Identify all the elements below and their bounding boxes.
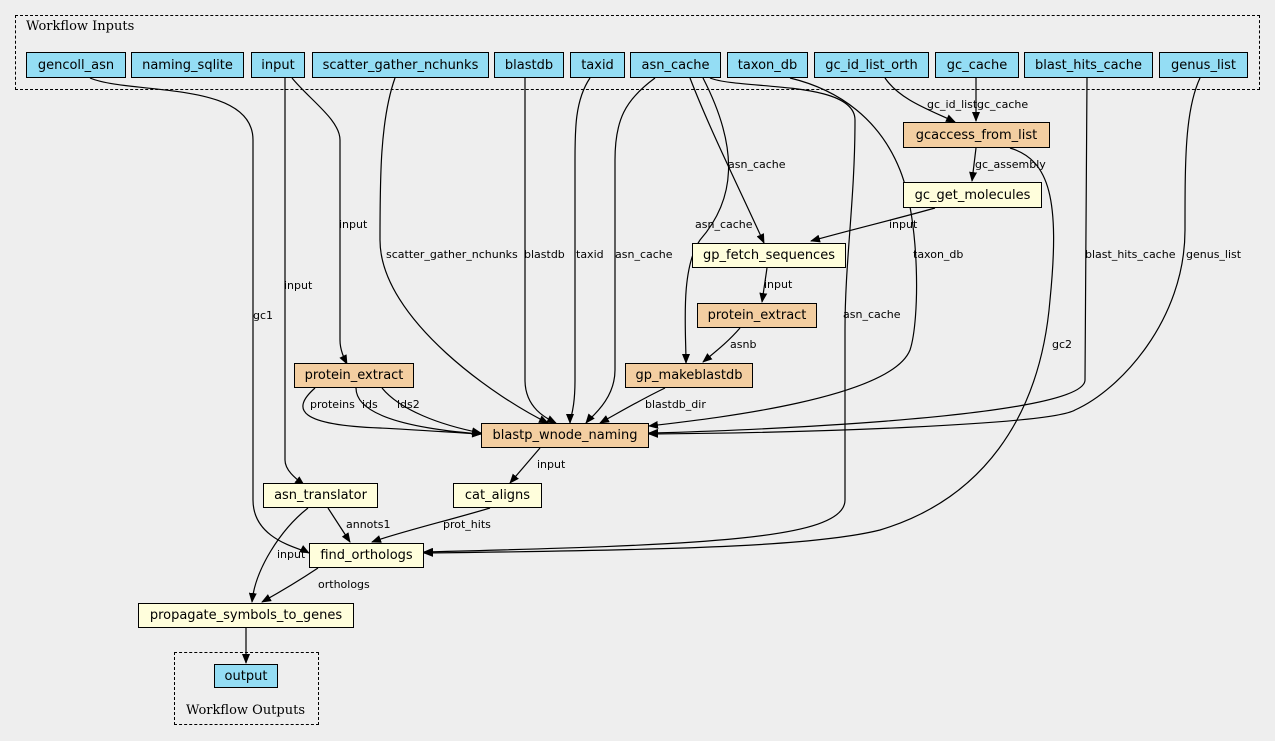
- edge-annots1: [327, 507, 351, 543]
- edge-label-input-fetch: input: [889, 218, 918, 231]
- edge-asn-cache-blastp: [585, 77, 656, 424]
- input-gc-id-list-orth[interactable]: gc_id_list_orth: [814, 52, 929, 78]
- edge-label-asn-cache-makeblastdb: asn_cache: [695, 218, 753, 231]
- edge-label-ids: ids: [362, 398, 378, 411]
- step-find-orthologs[interactable]: find_orthologs: [309, 543, 424, 568]
- edge-prot-hits: [371, 507, 491, 543]
- edge-label-asnb: asnb: [730, 338, 756, 351]
- edge-asn-cache-orthologs: [423, 77, 856, 556]
- edge-label-gc-cache: gc_cache: [977, 98, 1028, 111]
- edge-asn-cache-makeblastdb: [681, 77, 730, 364]
- input-taxid[interactable]: taxid: [570, 52, 625, 78]
- step-protein-extract-left[interactable]: protein_extract: [294, 363, 414, 388]
- edge-gc-assembly: [969, 147, 978, 182]
- edge-molecules-fetch: [810, 207, 936, 243]
- edge-ids: [355, 387, 482, 438]
- edge-blastdb-dir: [599, 387, 666, 424]
- step-propagate-symbols-to-genes[interactable]: propagate_symbols_to_genes: [138, 603, 354, 628]
- edge-taxid: [566, 77, 591, 424]
- workflow-inputs-cluster: [15, 15, 1260, 90]
- input-asn-cache[interactable]: asn_cache: [630, 52, 721, 78]
- edge-label-gc2: gc2: [1052, 338, 1072, 351]
- edge-label-gc1: gc1: [253, 309, 273, 322]
- edge-gc2: [423, 147, 1055, 557]
- edge-label-gc-assembly: gc_assembly: [975, 158, 1046, 171]
- input-input[interactable]: input: [251, 52, 305, 78]
- edge-fetch-protein-extract: [759, 267, 768, 303]
- edge-gc-id-list: [884, 77, 956, 123]
- edge-label-input-blastp: input: [537, 458, 566, 471]
- edge-genus-list: [648, 77, 1201, 438]
- step-asn-translator[interactable]: asn_translator: [263, 483, 378, 508]
- step-blastp-wnode-naming[interactable]: blastp_wnode_naming: [481, 423, 649, 448]
- step-protein-extract-right[interactable]: protein_extract: [697, 303, 817, 328]
- edge-taxon-db: [648, 77, 918, 429]
- step-gcaccess-from-list[interactable]: gcaccess_from_list: [903, 122, 1050, 148]
- edge-input-protein-extract: [291, 77, 348, 365]
- step-gp-makeblastdb[interactable]: gp_makeblastdb: [625, 363, 753, 388]
- edge-asn-cache-fetch: [689, 77, 765, 244]
- edge-label-input-protein-extract: input: [339, 218, 368, 231]
- edge-blast-hits-cache: [648, 77, 1088, 437]
- output-output[interactable]: output: [214, 664, 278, 688]
- step-gp-fetch-sequences[interactable]: gp_fetch_sequences: [692, 243, 846, 268]
- edge-label-blast-hits-cache: blast_hits_cache: [1085, 248, 1176, 261]
- edge-orthologs: [261, 567, 319, 603]
- edge-label-proteins: proteins: [310, 398, 355, 411]
- edge-gc1: [89, 77, 310, 554]
- input-gencoll-asn[interactable]: gencoll_asn: [26, 52, 126, 78]
- edge-label-asn-cache-orthologs: asn_cache: [843, 308, 901, 321]
- input-blastdb[interactable]: blastdb: [494, 52, 564, 78]
- edge-blastdb: [524, 78, 557, 424]
- input-scatter-gather-nchunks[interactable]: scatter_gather_nchunks: [312, 52, 489, 78]
- edge-label-asn-cache-blastp: asn_cache: [615, 248, 673, 261]
- edge-label-orthologs: orthologs: [318, 578, 370, 591]
- edge-label-input-asn-translator: input: [284, 279, 313, 292]
- edge-label-prot-hits: prot_hits: [443, 518, 491, 531]
- edge-asnb: [702, 327, 741, 363]
- step-cat-aligns[interactable]: cat_aligns: [453, 483, 542, 508]
- input-genus-list[interactable]: genus_list: [1159, 52, 1248, 78]
- edge-blastp-cat-aligns: [509, 447, 541, 484]
- edge-label-blastdb-dir: blastdb_dir: [645, 398, 706, 411]
- edge-scatter-gather: [379, 77, 549, 424]
- edge-lds2: [381, 387, 482, 436]
- edge-label-blastdb: blastdb: [524, 248, 565, 261]
- edge-label-scatter-gather: scatter_gather_nchunks: [386, 248, 518, 261]
- edge-label-gc-id-list: gc_id_list: [927, 98, 978, 111]
- edge-label-input-propagate: input: [277, 548, 306, 561]
- edge-proteins: [302, 387, 482, 438]
- input-naming-sqlite[interactable]: naming_sqlite: [131, 52, 244, 78]
- edge-label-taxid: taxid: [576, 248, 604, 261]
- input-taxon-db[interactable]: taxon_db: [727, 52, 808, 78]
- input-blast-hits-cache[interactable]: blast_hits_cache: [1024, 52, 1153, 78]
- workflow-inputs-label: Workflow Inputs: [26, 19, 135, 34]
- edge-input-propagate: [248, 507, 309, 603]
- input-gc-cache[interactable]: gc_cache: [935, 52, 1019, 78]
- edge-label-lds2: lds2: [397, 398, 420, 411]
- edge-input-asn-translator: [284, 78, 305, 486]
- edge-label-input-protein-extract-right: input: [764, 278, 793, 291]
- edge-label-asn-cache-fetch: asn_cache: [728, 158, 786, 171]
- edge-label-genus-list: genus_list: [1186, 248, 1242, 261]
- workflow-outputs-label: Workflow Outputs: [186, 703, 305, 718]
- step-gc-get-molecules[interactable]: gc_get_molecules: [903, 182, 1042, 208]
- edge-label-annots1: annots1: [346, 518, 390, 531]
- edge-label-taxon-db: taxon_db: [913, 248, 963, 261]
